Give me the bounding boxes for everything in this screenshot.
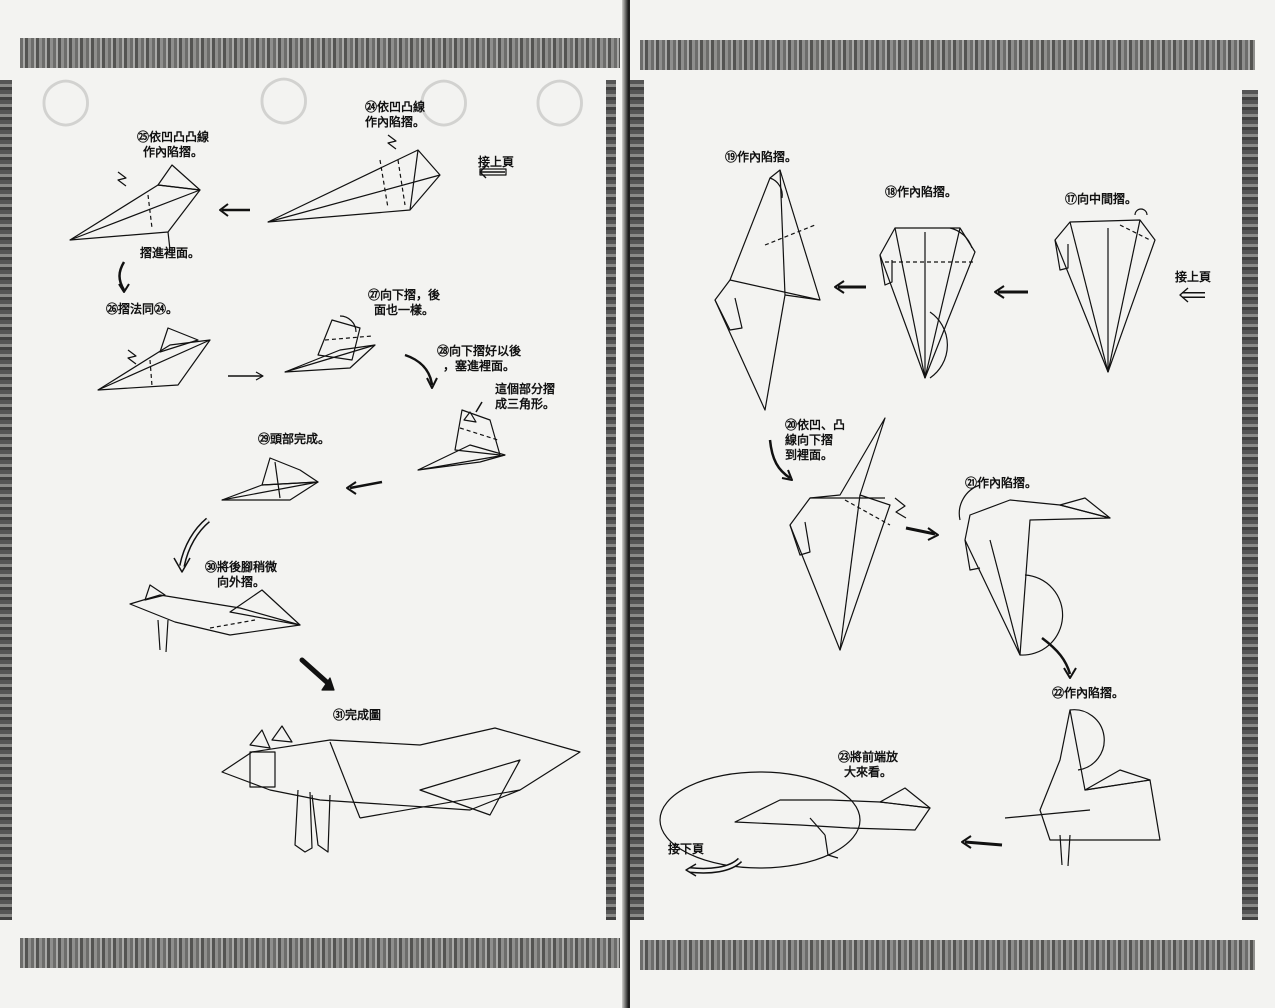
curved-arrow-head [426, 377, 438, 389]
arrow-left-head [834, 280, 845, 294]
left-page: ◯ ◯ ◯ ◯ [0, 0, 628, 1008]
bleed-through-circle: ◯ [258, 70, 310, 124]
bleed-through-circle: ◯ [40, 72, 92, 126]
bleed-through-circle: ◯ [418, 72, 470, 126]
curved-arrow [768, 439, 791, 480]
step18-label: ⑱作內陷摺。 [885, 185, 958, 199]
step24-label: ㉔依凹凸線 作內陷摺。 [365, 100, 426, 129]
step31-final-diagram [221, 725, 581, 853]
arrow-right-head [927, 527, 939, 541]
step20-label: ⑳依凹、凸 線向下摺 到裡面。 [785, 418, 846, 462]
step28-label: ㉘向下摺好以後 ，塞進裡面。 [437, 344, 522, 373]
step21-label: ㉑作內陷摺。 [965, 476, 1038, 490]
step17-diagram [1054, 208, 1156, 373]
step26-diagram [97, 327, 211, 391]
step28-diagram [417, 401, 506, 471]
arrow-left-head [961, 835, 972, 849]
thick-arrow [299, 657, 333, 688]
curved-arrow-head [781, 469, 793, 481]
thick-arrow-head [321, 677, 335, 691]
step22-label: ㉒作內陷摺。 [1052, 686, 1125, 700]
arrow-left [349, 480, 383, 490]
arrow-left [219, 203, 250, 217]
step24-diagram [267, 134, 441, 223]
arrow-down-head [118, 283, 130, 293]
hollow-arrow-head [173, 557, 191, 573]
continue-from-label: 接上頁 [1175, 270, 1212, 284]
step19-label: ⑲作內陷摺。 [725, 150, 798, 164]
step18-diagram [879, 227, 976, 379]
arrow-left-head [346, 481, 357, 495]
step23-label: ㉓將前端放 大來看。 [838, 750, 899, 779]
inner-edge-shadow [606, 80, 616, 920]
step20-diagram [789, 417, 907, 651]
step28-note: 這個部分摺 成三角形。 [495, 382, 556, 411]
arrow-down [118, 261, 126, 291]
right-edge-shadow [1242, 90, 1258, 920]
step25-label: ㉕依凹凸凸線 作內陷摺。 [137, 130, 210, 159]
left-diagrams [69, 134, 581, 853]
right-page: ⑲作內陷摺。 ⑱作內陷摺。 ⑰向中間摺。 接上頁 ⑳依凹、凸 線向下摺 到裡面。… [630, 0, 1275, 1008]
curved-arrow-head [1063, 667, 1077, 679]
arrow-right-head [255, 371, 264, 381]
step27-label: ㉗向下摺，後 面也一樣。 [368, 288, 441, 317]
curved-arrow [1041, 637, 1072, 675]
bottom-scan-band [640, 940, 1255, 970]
left-edge-shadow [0, 80, 12, 920]
top-scan-band [20, 38, 620, 68]
step19-diagram [714, 169, 821, 411]
curved-arrow [404, 353, 434, 386]
arrow-left [964, 840, 1003, 847]
top-scan-band [640, 40, 1255, 70]
step17-label: ⑰向中間摺。 [1065, 192, 1138, 206]
bottom-scan-band [20, 938, 620, 968]
hollow-arrow-inner [180, 518, 209, 567]
step23-diagram [659, 771, 931, 877]
step27-diagram [284, 315, 376, 373]
arrow-right [905, 526, 936, 536]
continue-to-label: 接下頁 [668, 842, 705, 856]
bleed-through-circle: ◯ [534, 72, 586, 126]
step30-label: ㉚將後腳稍微 向外摺。 [205, 560, 278, 589]
step22-diagram [1004, 709, 1161, 867]
inner-edge-shadow [630, 80, 644, 920]
continue-arrow-icon [1179, 287, 1205, 303]
right-diagrams [659, 169, 1205, 877]
continue-from-label: 接上頁 [478, 155, 515, 169]
step29-diagram [221, 457, 319, 501]
step21-diagram [958, 484, 1111, 656]
arrow-left-head [994, 285, 1005, 299]
step25-diagram [69, 164, 201, 251]
left-continue-arrow-icon [479, 165, 507, 179]
step29-label: ㉙頭部完成。 [258, 432, 331, 446]
step30-diagram [129, 584, 301, 653]
step31-label: ㉛完成圖 [333, 708, 382, 722]
step26-label: ㉖摺法同㉔。 [106, 302, 179, 316]
step25-note: 摺進裡面。 [140, 246, 201, 260]
